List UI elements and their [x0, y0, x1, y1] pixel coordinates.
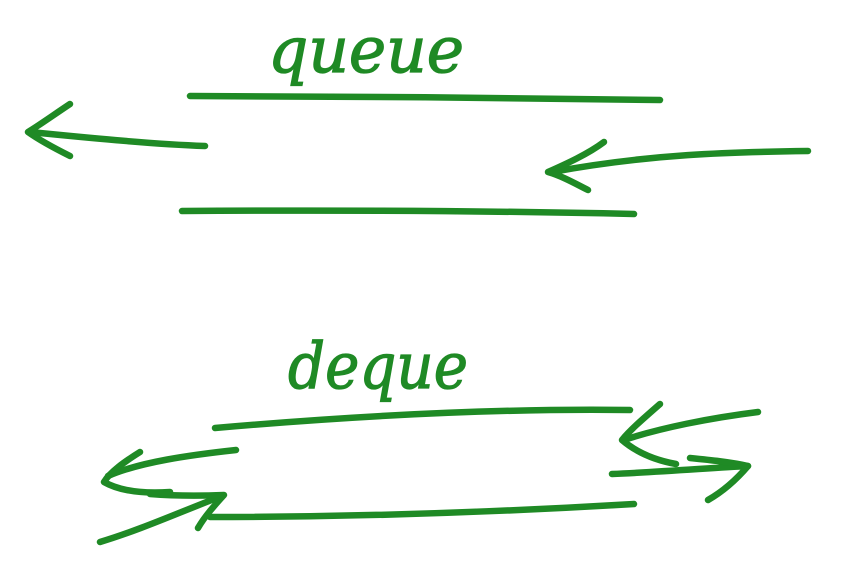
queue-label: queue: [268, 14, 464, 88]
deque-top-line: [211, 406, 634, 432]
deque-bottom-line: [206, 500, 638, 521]
queue-diagram: queue: [24, 13, 812, 218]
deque-right-double-arrow-icon: [608, 400, 762, 504]
queue-bottom-line: [178, 207, 638, 218]
queue-out-arrow-icon: [24, 100, 209, 160]
queue-in-arrow-icon: [544, 138, 812, 194]
deque-left-double-arrow-icon: [96, 446, 240, 546]
queue-top-line: [186, 92, 664, 104]
deque-label: deque: [288, 330, 468, 404]
deque-diagram: deque: [96, 329, 762, 546]
